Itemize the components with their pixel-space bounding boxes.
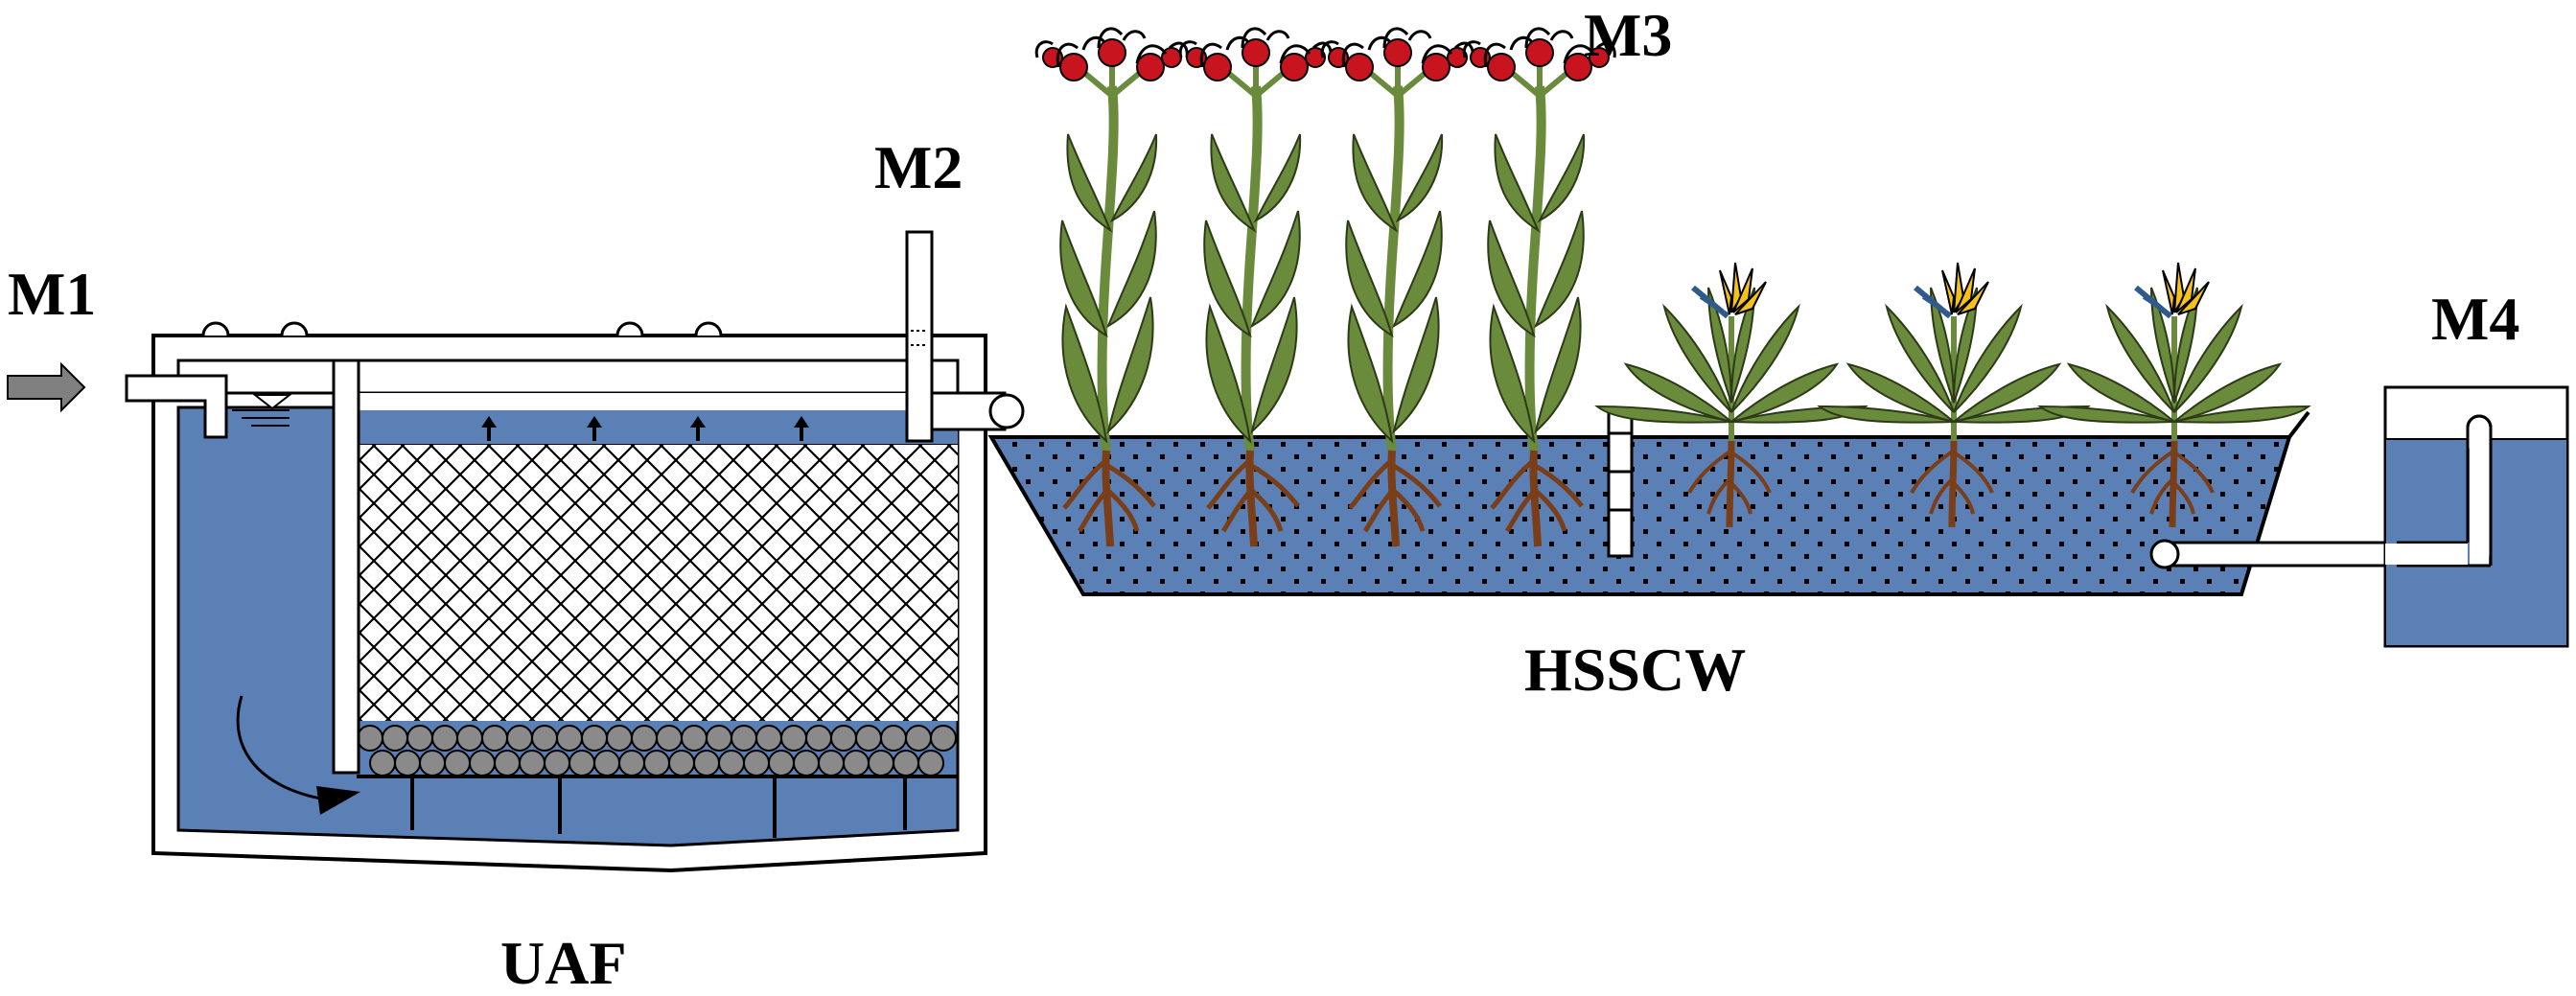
- label-m3: M3: [1584, 1, 1672, 69]
- support-ball: [731, 725, 757, 752]
- support-ball: [868, 750, 894, 776]
- support-ball: [593, 750, 620, 776]
- support-ball: [382, 725, 408, 752]
- support-ball: [805, 725, 832, 752]
- uaf-cover: [176, 359, 960, 395]
- uaf-inlet-pipe: [125, 374, 228, 439]
- arrow-right-icon: [7, 361, 86, 413]
- uaf-outlet-pipe: [930, 391, 1007, 431]
- support-ball: [581, 725, 608, 752]
- uaf-downcomer: [332, 359, 360, 775]
- label-uaf: UAF: [500, 929, 627, 996]
- label-m2: M2: [874, 133, 963, 201]
- support-ball: [394, 750, 421, 776]
- support-ball: [406, 725, 433, 752]
- support-ball: [718, 750, 745, 776]
- arrow-up-icon: [587, 416, 602, 441]
- support-ball: [893, 750, 919, 776]
- support-ball: [917, 750, 944, 776]
- support-ball: [469, 750, 496, 776]
- support-ball: [668, 750, 695, 776]
- support-ball: [357, 725, 383, 752]
- upflow-arrows: [481, 416, 809, 441]
- support-ball: [431, 725, 458, 752]
- support-ball: [830, 725, 857, 752]
- arrow-up-icon: [481, 416, 497, 441]
- support-ball: [456, 725, 483, 752]
- support-ball: [519, 750, 545, 776]
- support-ball: [755, 725, 782, 752]
- support-ball: [780, 725, 807, 752]
- support-ball: [818, 750, 845, 776]
- support-ball: [643, 750, 670, 776]
- arrow-up-icon: [690, 416, 706, 441]
- support-ball: [656, 725, 683, 752]
- support-ball: [606, 725, 633, 752]
- support-ball: [531, 725, 558, 752]
- support-ball: [631, 725, 658, 752]
- support-ball: [481, 725, 508, 752]
- support-ball: [843, 750, 870, 776]
- collection-tank: [2383, 385, 2569, 648]
- support-ball: [494, 750, 521, 776]
- support-ball: [706, 725, 732, 752]
- wetland-sampling-well: [1607, 410, 1634, 558]
- label-hsscw: HSSCW: [1524, 636, 1746, 704]
- support-ball: [681, 725, 708, 752]
- water-level-symbol: [232, 394, 292, 427]
- flow-curve-arrow: [236, 695, 360, 815]
- uaf-reactor: [125, 230, 1025, 873]
- support-ball: [556, 725, 583, 752]
- arrow-up-icon: [794, 416, 809, 441]
- support-ball: [506, 725, 533, 752]
- support-ball: [569, 750, 595, 776]
- hsscw-wetland: [987, 410, 2493, 596]
- support-ball: [768, 750, 795, 776]
- support-ball: [618, 750, 645, 776]
- support-ball: [855, 725, 882, 752]
- support-ball: [930, 725, 957, 752]
- uaf-sampling-tube: [905, 230, 934, 443]
- support-ball: [419, 750, 446, 776]
- uaf-cover-knobs: [201, 321, 723, 336]
- support-ball: [905, 725, 932, 752]
- support-ball: [369, 750, 396, 776]
- label-m1: M1: [8, 260, 96, 328]
- support-ball: [444, 750, 471, 776]
- support-ball: [793, 750, 820, 776]
- support-ball: [743, 750, 770, 776]
- support-ball: [693, 750, 720, 776]
- support-ball: [544, 750, 570, 776]
- label-m4: M4: [2431, 285, 2519, 353]
- uaf-underdrain: [357, 775, 958, 838]
- uaf-support-balls: [357, 725, 957, 776]
- support-ball: [880, 725, 907, 752]
